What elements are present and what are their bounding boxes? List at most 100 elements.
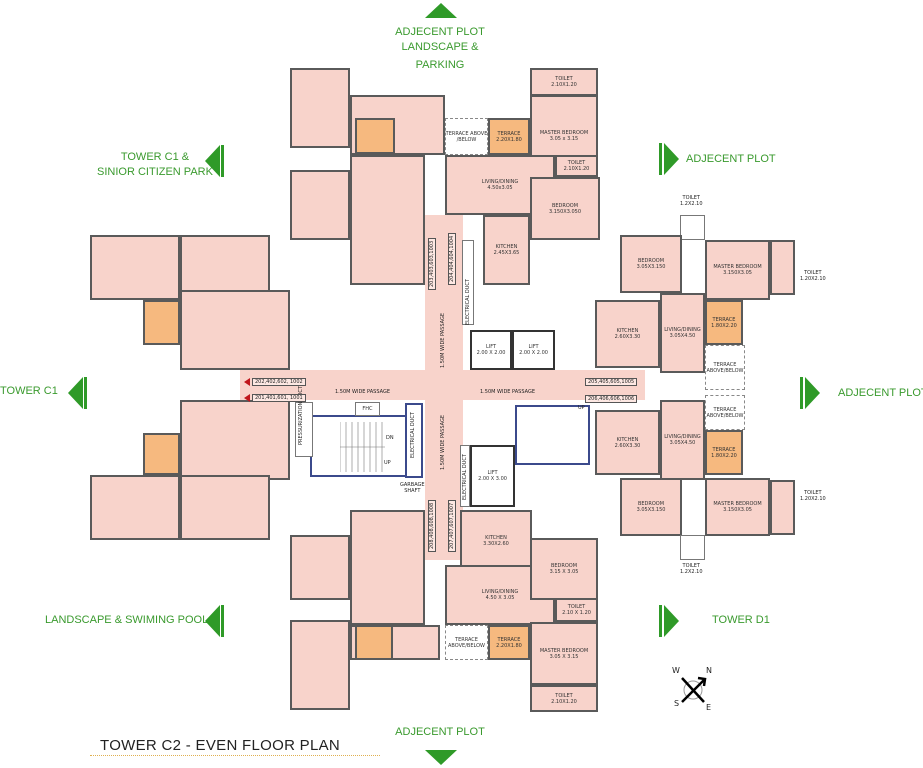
room-label: MASTER BEDROOM (539, 130, 589, 136)
room-label: 2.45X3.65 (493, 250, 520, 256)
passage-label: 1.50M WIDE PASSAGE (480, 389, 535, 395)
room-label: TOILET (567, 160, 586, 166)
room-label: TERRACE (455, 636, 478, 643)
fhc: FHC (355, 402, 380, 416)
room (90, 475, 180, 540)
arrow-bar (84, 377, 87, 409)
arrow-down-icon (425, 750, 457, 765)
label-top-right: ADJECENT PLOT (686, 153, 776, 165)
room-label: TOILET (555, 76, 573, 82)
unit-code: 207,407,607,1007 (448, 499, 456, 552)
room-label: 3.15 X 3.05 (549, 569, 579, 575)
electrical-duct-label: ELECTRICAL DUCT (465, 279, 471, 325)
room-label: 1.80X2.20 (711, 322, 737, 329)
arrow-up-icon (425, 3, 457, 18)
room (290, 620, 350, 710)
room-label: 2.10X1.20 (551, 698, 577, 705)
terrace-above-below: TERRACE ABOVE/BELOW (445, 118, 488, 155)
electrical-duct (462, 240, 474, 325)
staircase (310, 415, 420, 477)
duct (680, 535, 705, 560)
label-bottom: ADJECENT PLOT (395, 726, 485, 738)
room-label: TERRACE (497, 636, 521, 643)
unit-code: 206,406,606,1006 (585, 395, 638, 403)
label-left: TOWER C1 (0, 385, 58, 397)
label-top-line: LANDSCAPE & (401, 41, 479, 53)
room-label: MASTER BEDROOM (539, 647, 589, 654)
electrical-duct-label: ELECTRICAL DUCT (410, 412, 416, 458)
room-label: 2.10 X 1.20 (562, 610, 591, 616)
room-label: LIVING/DINING (481, 179, 519, 185)
compass-icon (681, 676, 707, 703)
arrow-left-icon (205, 605, 220, 637)
stairs-up-label: UP (578, 405, 585, 411)
terrace (143, 300, 180, 345)
room-label: LIVING/DINING (664, 327, 701, 333)
unit-code: 204,404,604,1004 (448, 232, 456, 285)
arrow-right-icon (664, 143, 679, 175)
stairs-up-label: UP (384, 460, 391, 466)
room-label: TOILET (555, 692, 573, 699)
room (290, 535, 350, 600)
room-label: BEDROOM (551, 202, 579, 209)
duct (680, 215, 705, 240)
room-label: TERRACE (712, 446, 736, 453)
stairs-down-label: DN (386, 435, 394, 441)
passage-label: 1.50M WIDE PASSAGE (440, 313, 446, 368)
arrow-bar (800, 377, 803, 409)
passage-label: 1.50M WIDE PASSAGE (440, 415, 446, 470)
room-label: 3.150X3.050 (548, 208, 582, 215)
room-label: TERRACE (497, 130, 521, 137)
arrow-bar (221, 145, 224, 177)
room-label: 2.20X1.80 (496, 136, 522, 143)
electrical-duct (405, 403, 423, 478)
room (290, 170, 350, 240)
room-label: 3.05X4.50 (669, 333, 696, 339)
title-underline (90, 755, 380, 756)
room-label: 3.05 X 3.15 (549, 653, 579, 660)
room-label: 2.00 X 2.00 (476, 350, 506, 356)
arrow-left-icon (205, 145, 220, 177)
room-label: 2.00 X 2.00 (519, 350, 548, 356)
room-label: KITCHEN (495, 244, 518, 250)
room (180, 290, 290, 370)
terrace (143, 433, 180, 475)
room-label: LIFT (487, 470, 498, 476)
unit-code: 201,401,601, 1001 (252, 394, 306, 402)
label-right: ADJECENT PLOT (838, 387, 923, 399)
terrace (355, 118, 395, 154)
room (180, 400, 290, 480)
room-label: 2.00 X 3.00 (478, 476, 507, 482)
room-label: 3.05X4.50 (669, 440, 696, 446)
room-label: 3.05 x 3.15 (549, 136, 579, 142)
room-label: 3.150X3.05 (723, 507, 752, 513)
room-label: 2.10X1.20 (551, 82, 577, 88)
room-label: ABOVE/BELOW (706, 412, 744, 419)
arrow-right-icon (805, 377, 820, 409)
room-label: 3.150X3.05 (723, 270, 752, 276)
room-label: ABOVE/BELOW (706, 367, 744, 374)
room-label: TERRACE (713, 361, 737, 368)
room (90, 235, 180, 300)
